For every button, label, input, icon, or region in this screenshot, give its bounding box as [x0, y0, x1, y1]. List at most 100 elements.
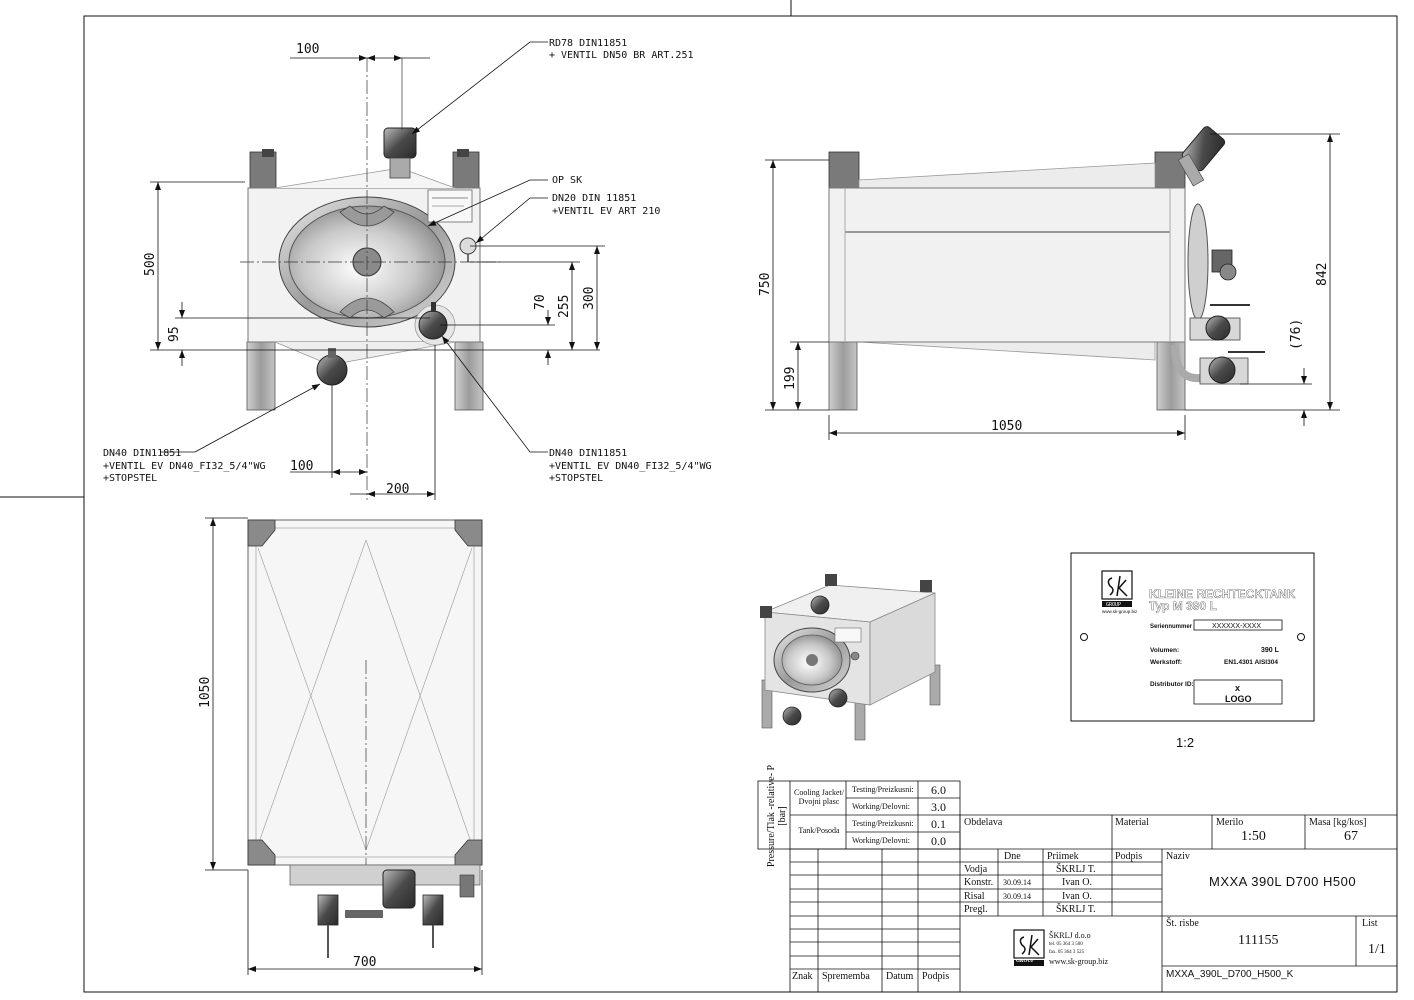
callout-dn40-left: DN40 DIN11851 [103, 448, 181, 459]
isometric-view [760, 574, 941, 741]
nameplate-material-value: EN1.4301 AISI304 [1224, 659, 1278, 666]
nameplate-brand-sub: GROUP [1106, 602, 1121, 608]
dim-top-700: 700 [353, 955, 376, 970]
dim-front-95: 95 [167, 326, 182, 342]
nameplate-serial-value: XXXXXX-XXXX [1212, 623, 1261, 630]
nameplate-distributor-label: Distributor ID: [1150, 681, 1194, 688]
company-fax: fax. 05 364 3 525 [1049, 950, 1085, 955]
nameplate-title: KLEINE RECHTECKTANK [1149, 587, 1296, 601]
footer-znak: Znak [792, 971, 813, 982]
nameplate-volume-label: Volumen: [1150, 647, 1179, 654]
front-view-dimensions [150, 41, 605, 500]
footer-podpis: Podpis [922, 971, 950, 982]
nameplate-material-label: Werkstoff: [1150, 659, 1182, 666]
pressure-value-2: 0.1 [931, 817, 946, 831]
row-name-1: Ivan O. [1062, 877, 1092, 888]
front-view [240, 58, 500, 500]
sk-group-logo: GROUP www.sk-group.biz [1101, 570, 1138, 614]
dim-front-200: 200 [386, 482, 409, 497]
row-role-2: Risal [964, 891, 985, 902]
top-view-dimension-labels: 1050 700 [198, 677, 376, 970]
pressure-kind-0: Testing/Preizkusni: [852, 785, 914, 794]
company-web: www.sk-group.biz [1049, 957, 1109, 966]
pressure-kind-3: Working/Delovni: [852, 836, 911, 845]
callout-dn40-right-valve: +VENTIL EV DN40_FI32_5/4"WG [549, 461, 712, 472]
pressure-value-3: 0.0 [931, 834, 946, 848]
callout-dn40-left-valve: +VENTIL EV DN40_FI32_5/4"WG [103, 461, 266, 472]
pressure-value-0: 6.0 [931, 783, 946, 797]
nameplate-serial-label: Seriennummer [1150, 624, 1193, 630]
pressure-value-1: 3.0 [931, 800, 946, 814]
st-risbe-value: 111155 [1238, 933, 1279, 948]
pressure-kind-1: Working/Delovni: [852, 802, 911, 811]
st-risbe-label: Št. risbe [1166, 918, 1199, 929]
nameplate-logo-text: LOGO [1225, 694, 1252, 704]
title-block-grid [757, 780, 1397, 992]
file-name: MXXA_390L_D700_H500_K [1166, 969, 1294, 980]
nameplate-logo-x: x [1235, 683, 1240, 693]
list-value: 1/1 [1368, 942, 1386, 957]
nameplate-volume-value: 390 L [1261, 647, 1280, 654]
row-name-3: ŠKRLJ T. [1056, 904, 1096, 915]
row-date-1: 30.09.14 [1003, 878, 1031, 887]
top-view [247, 519, 483, 958]
callout-dn20: DN20 DIN 11851 [552, 193, 636, 204]
pressure-vertical-label: Pressure/Tlak -relative- P [bar] [766, 764, 788, 868]
dim-front-100-bottom: 100 [290, 459, 313, 474]
masa-value: 67 [1344, 829, 1358, 844]
side-view [828, 126, 1265, 411]
dim-side-199: 199 [783, 367, 798, 390]
side-view-dimensions [765, 133, 1340, 440]
footer-sprememba: Sprememba [822, 971, 870, 982]
dim-front-500: 500 [143, 253, 158, 276]
row-date-2: 30.09.14 [1003, 892, 1031, 901]
callout-opsk: OP SK [552, 175, 582, 186]
footer-datum: Datum [886, 971, 914, 982]
callout-rd78-valve: + VENTIL DN50 BR ART.251 [549, 50, 694, 61]
naziv-value: MXXA 390L D700 H500 [1209, 874, 1357, 889]
obdelava-label: Obdelava [964, 817, 1003, 828]
dim-front-255: 255 [557, 295, 572, 318]
front-view-dimension-labels: 100 500 95 70 255 300 100 200 [143, 42, 597, 497]
pressure-group-tank: Tank/Posoda [798, 826, 840, 835]
callout-dn40-right-stop: +STOPSTEL [549, 473, 603, 484]
nameplate: GROUP www.sk-group.biz KLEINE RECHTECKTA… [1070, 552, 1315, 750]
pressure-kind-2: Testing/Preizkusni: [852, 819, 914, 828]
material-label: Material [1115, 817, 1149, 828]
dim-front-300: 300 [582, 287, 597, 310]
dim-side-750: 750 [758, 273, 773, 296]
callout-dn20-valve: +VENTIL EV ART 210 [552, 206, 660, 217]
col-dne: Dne [1004, 851, 1021, 862]
dim-side-76: (76) [1289, 319, 1304, 350]
list-label: List [1362, 918, 1378, 929]
col-podpis: Podpis [1115, 851, 1143, 862]
merilo-label: Merilo [1216, 817, 1244, 828]
dim-side-1050: 1050 [991, 419, 1022, 434]
dim-side-842: 842 [1315, 263, 1330, 286]
callout-dn40-left-stop: +STOPSTEL [103, 473, 157, 484]
pressure-group-cooling: Cooling Jacket/ Dvojni plasc [794, 788, 844, 806]
row-role-3: Pregl. [964, 904, 988, 915]
nameplate-scale: 1:2 [1176, 735, 1194, 750]
dim-front-70: 70 [533, 294, 548, 310]
company-sub: GROUP [1016, 959, 1035, 964]
nameplate-type: Typ M 390 L [1149, 599, 1217, 613]
naziv-label: Naziv [1166, 851, 1190, 862]
front-view-callouts: RD78 DIN11851 + VENTIL DN50 BR ART.251 O… [103, 38, 712, 484]
row-role-0: Vodja [964, 864, 988, 875]
nameplate-brand-url: www.sk-group.biz [1102, 609, 1138, 614]
col-priimek: Priimek [1047, 851, 1079, 862]
company-tel: tel. 05 364 3 500 [1049, 942, 1083, 947]
dim-top-1050: 1050 [198, 677, 213, 708]
side-view-dimension-labels: 750 199 842 (76) 1050 [758, 263, 1330, 434]
company-name: ŠKRLJ d.o.o [1049, 931, 1091, 940]
top-view-dimensions [205, 517, 483, 975]
masa-label: Masa [kg/kos] [1309, 817, 1367, 828]
callout-dn40-right: DN40 DIN11851 [549, 448, 627, 459]
row-name-2: Ivan O. [1062, 891, 1092, 902]
callout-rd78: RD78 DIN11851 [549, 38, 627, 49]
row-role-1: Konstr. [964, 877, 994, 888]
merilo-value: 1:50 [1241, 829, 1266, 844]
